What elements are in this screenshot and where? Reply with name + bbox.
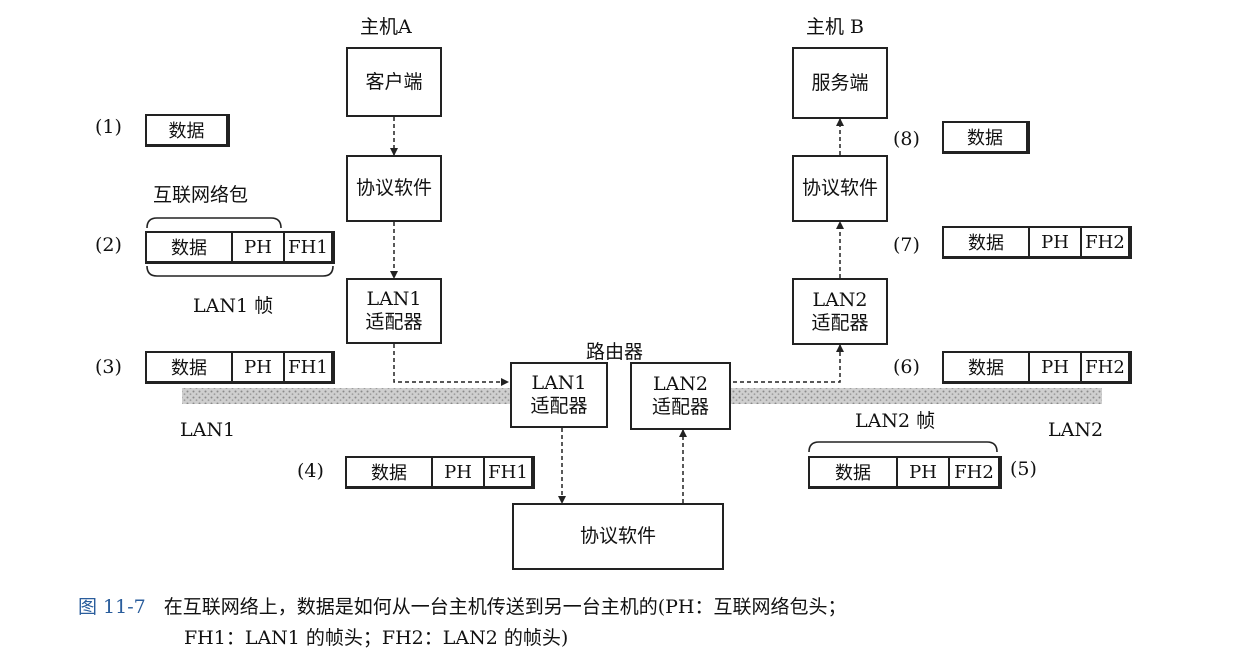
- step-5-number: (5): [1010, 458, 1037, 480]
- arrow-router-to-adapter-b: [733, 344, 844, 383]
- router-adapter2-lan: LAN2: [652, 373, 709, 396]
- step-7-number: (7): [893, 234, 920, 256]
- step-1-number: (1): [95, 116, 122, 138]
- client-box: 客户端: [346, 47, 442, 117]
- router-adapter-lan1-box: LAN1 适配器: [510, 362, 608, 428]
- step-3-number: (3): [95, 356, 122, 378]
- arrow-adapter-a-to-router: [393, 344, 509, 386]
- host-a-adapter-lan: LAN1: [366, 288, 422, 311]
- router-adapter2-label: 适配器: [651, 396, 709, 418]
- fh-field: FH1: [283, 233, 331, 261]
- ph-field: PH: [896, 458, 948, 486]
- host-a-title: 主机A: [360, 16, 412, 38]
- router-protocol-box: 协议软件: [512, 503, 724, 570]
- fh-field: FH2: [1080, 228, 1128, 256]
- step-6-number: (6): [893, 356, 920, 378]
- fh-field: FH1: [283, 353, 331, 381]
- lan1-band: [182, 388, 512, 404]
- data-field: 数据: [968, 358, 1004, 379]
- router-adapter1-label: 适配器: [530, 395, 588, 417]
- lan1-label: LAN1: [180, 419, 236, 441]
- host-a-protocol-box: 协议软件: [346, 155, 442, 222]
- fh-field: FH2: [948, 458, 998, 486]
- data-field: 数据: [168, 121, 205, 142]
- caption-line-2: FH1：LAN1 的帧头；FH2：LAN2 的帧头): [184, 627, 569, 649]
- router-adapter1-lan: LAN1: [531, 372, 587, 395]
- step-8-packet: 数据: [942, 121, 1030, 154]
- brace-lan1-frame: [146, 265, 334, 277]
- host-a-adapter-label: 适配器: [365, 311, 423, 333]
- lan1-frame-label: LAN1 帧: [193, 295, 274, 317]
- fh-field: FH1: [483, 458, 531, 486]
- ph-field: PH: [1028, 228, 1080, 256]
- host-b-title: 主机 B: [806, 16, 865, 38]
- step-2-packet: 数据 PH FH1: [145, 231, 335, 264]
- step-7-packet: 数据 PH FH2: [942, 226, 1132, 259]
- figure-number: 图 11-7: [78, 596, 146, 618]
- host-b-adapter-box: LAN2 适配器: [792, 278, 888, 345]
- host-a-adapter-box: LAN1 适配器: [346, 278, 442, 344]
- ph-field: PH: [231, 353, 283, 381]
- host-b-adapter-label: 适配器: [811, 311, 869, 334]
- router-adapter-lan2-box: LAN2 适配器: [630, 362, 731, 430]
- fh-field: FH2: [1080, 353, 1128, 381]
- host-b-adapter-lan: LAN2: [812, 288, 868, 311]
- step-5-packet: 数据 PH FH2: [808, 456, 1002, 489]
- step-4-number: (4): [297, 460, 324, 482]
- data-field: 数据: [968, 233, 1004, 254]
- router-title: 路由器: [586, 341, 644, 363]
- brace-lan2-frame: [808, 441, 998, 453]
- data-field: 数据: [967, 128, 1003, 149]
- step-8-number: (8): [893, 128, 920, 150]
- step-1-packet: 数据: [145, 114, 230, 147]
- internet-packet-label: 互联网络包: [153, 184, 249, 206]
- figure-caption: 图 11-7 在互联网络上，数据是如何从一台主机传送到另一台主机的(PH：互联网络…: [78, 592, 847, 654]
- data-field: 数据: [371, 463, 407, 484]
- server-box: 服务端: [792, 47, 888, 119]
- host-b-protocol-box: 协议软件: [792, 155, 888, 222]
- lan2-band: [730, 388, 1102, 404]
- lan2-label: LAN2: [1048, 419, 1104, 441]
- data-field: 数据: [171, 358, 207, 379]
- ph-field: PH: [231, 233, 283, 261]
- data-field: 数据: [171, 238, 207, 259]
- step-3-packet: 数据 PH FH1: [145, 351, 335, 384]
- step-6-packet: 数据 PH FH2: [942, 351, 1132, 384]
- data-field: 数据: [835, 463, 871, 484]
- ph-field: PH: [431, 458, 483, 486]
- caption-line-1: 在互联网络上，数据是如何从一台主机传送到另一台主机的(PH：互联网络包头；: [163, 596, 847, 618]
- brace-internet-packet: [146, 217, 282, 229]
- step-4-packet: 数据 PH FH1: [345, 456, 535, 489]
- ph-field: PH: [1028, 353, 1080, 381]
- step-2-number: (2): [95, 234, 122, 256]
- lan2-frame-label: LAN2 帧: [855, 410, 936, 432]
